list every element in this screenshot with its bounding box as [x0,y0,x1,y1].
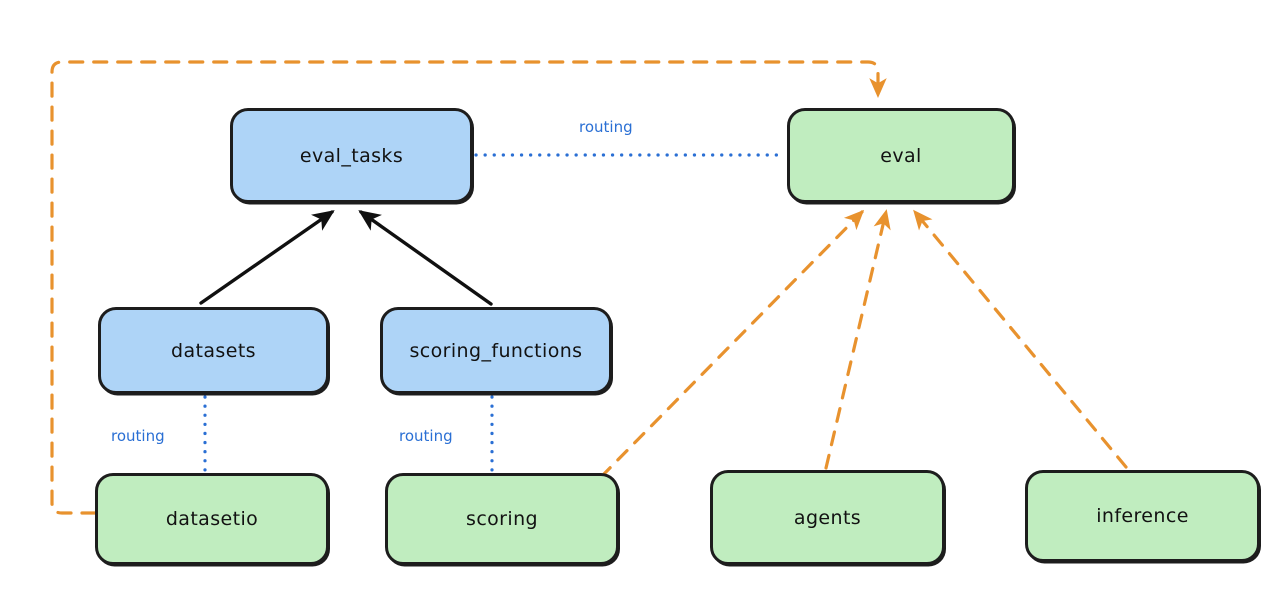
node-scoring[interactable]: scoring [385,473,619,565]
edge-inference-eval [913,209,1128,469]
edge-label-scoring_functions-scoring: routing [399,427,453,445]
node-inference-label: inference [1096,505,1189,527]
node-scoring_functions[interactable]: scoring_functions [380,307,612,394]
node-scoring_functions-label: scoring_functions [409,339,583,362]
node-scoring-label: scoring [466,508,538,530]
node-eval[interactable]: eval [787,108,1015,203]
edge-agents-eval [824,209,891,470]
node-eval-label: eval [880,144,922,167]
node-eval_tasks[interactable]: eval_tasks [230,108,473,203]
edge-datasets-eval_tasks [199,210,335,305]
node-eval_tasks-label: eval_tasks [299,144,404,167]
node-agents-label: agents [793,506,862,529]
node-datasetio[interactable]: datasetio [95,473,329,565]
edge-scoring_functions-eval_tasks [358,210,493,306]
node-datasets[interactable]: datasets [98,307,329,394]
edge-label-eval_tasks-eval: routing [579,118,633,136]
edge-scoring-eval [599,209,865,479]
node-datasetio-label: datasetio [165,508,259,530]
node-agents[interactable]: agents [710,470,945,565]
node-inference[interactable]: inference [1025,470,1260,562]
node-datasets-label: datasets [171,339,256,362]
edge-label-datasets-datasetio: routing [111,427,165,445]
